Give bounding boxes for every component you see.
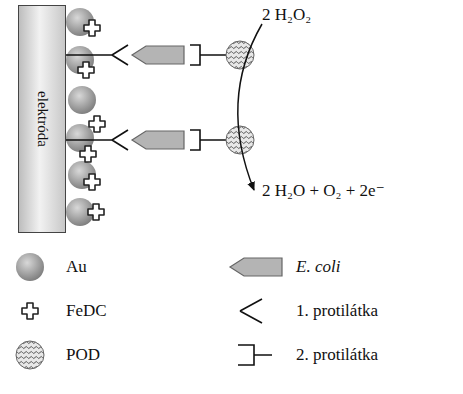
fedc-symbols (78, 20, 105, 220)
ecoli-cells (132, 46, 184, 149)
legend-text: 2. protilátka (296, 346, 378, 365)
legend-text: E. coli (296, 258, 340, 277)
reaction-formula: 2 H₂O + O₂ + 2e⁻ (262, 182, 385, 201)
reaction-formula: 2 H₂O₂ (262, 6, 311, 25)
electrode-box: elektróda (18, 5, 66, 233)
legend-text: POD (66, 346, 100, 365)
legend-samples (16, 253, 282, 369)
legend-text: 1. protilátka (296, 302, 378, 321)
gold-particles (66, 8, 96, 226)
electrode-label: elektróda (35, 91, 50, 147)
antibody-chains (66, 45, 226, 150)
legend-text: Au (66, 258, 87, 277)
reaction-arrow (238, 24, 262, 190)
legend-text: FeDC (66, 302, 107, 321)
